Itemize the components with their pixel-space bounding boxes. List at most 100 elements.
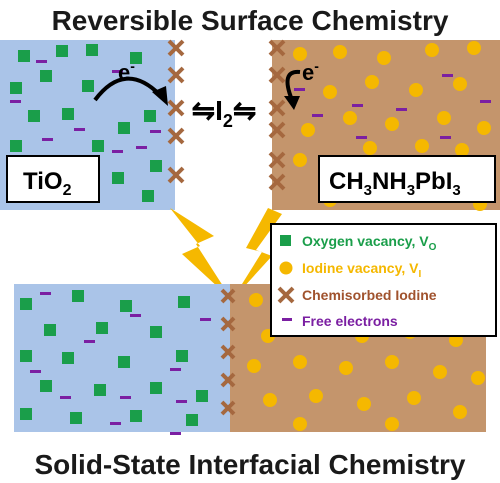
oxygen-vacancy-square (150, 160, 162, 172)
cross-stroke (268, 99, 286, 117)
tio2-label-box: TiO2 (6, 155, 100, 203)
lightning-bolt-left (170, 208, 232, 300)
perovskite-block (272, 40, 500, 211)
free-electron-group-perovskite (294, 74, 491, 139)
oxygen-vacancy-square (150, 382, 162, 394)
cross-stroke (220, 372, 236, 388)
bottom-free-electrons (30, 292, 211, 435)
iodine-vacancy-circle (333, 45, 347, 59)
oxygen-vacancy-square (118, 122, 130, 134)
electron-label-left: e- (118, 58, 135, 85)
iodine-vacancy-circle (425, 43, 439, 57)
svg-text:CH3NH3PbI3: CH3NH3PbI3 (329, 168, 461, 199)
legend-cross-icon (277, 286, 295, 304)
oxygen-vacancy-square (20, 350, 32, 362)
cross-stroke (268, 173, 286, 191)
free-electron-dash (440, 136, 451, 139)
free-electron-dash (294, 88, 305, 91)
free-electron-dash (352, 104, 363, 107)
chemisorbed-iodine-top (167, 39, 286, 191)
chemisorbed-iodine-cross (268, 66, 286, 84)
iodine-vacancy-circle (385, 417, 399, 431)
oxygen-vacancy-square (130, 410, 142, 422)
oxygen-vacancy-square (120, 300, 132, 312)
cross-stroke (220, 316, 236, 332)
oxygen-vacancy-square (196, 390, 208, 402)
cross-stroke (167, 66, 185, 84)
iodine-vacancy-circle (407, 391, 421, 405)
iodine-vacancy-circle (323, 85, 337, 99)
free-electron-dash (176, 400, 187, 403)
free-electron-dash (136, 146, 147, 149)
free-electron-dash (170, 368, 181, 371)
iodine-vacancy-circle (293, 417, 307, 431)
iodine-vacancy-circle (467, 41, 481, 55)
title-top: Reversible Surface Chemistry (52, 5, 449, 36)
legend-electrons: Free electrons (302, 313, 398, 329)
oxygen-vacancy-square (142, 190, 154, 202)
legend-circle-icon (279, 261, 293, 275)
free-electron-dash (42, 138, 53, 141)
cross-stroke (220, 288, 236, 304)
lightning-bolt-right (232, 208, 282, 300)
oxygen-vacancy-square (86, 44, 98, 56)
oxygen-vacancy-square (70, 412, 82, 424)
oxygen-vacancy-square (94, 384, 106, 396)
oxygen-vacancy-square (62, 352, 74, 364)
chemisorbed-iodine-cross (167, 166, 185, 184)
iodine-vacancy-circle (339, 361, 353, 375)
chemisorbed-iodine-cross (268, 121, 286, 139)
chemisorbed-iodine-cross (268, 99, 286, 117)
free-electron-dash (40, 292, 51, 295)
oxygen-vacancy-square (144, 110, 156, 122)
chemisorbed-iodine-cross (167, 39, 185, 57)
chemisorbed-iodine-cross (220, 344, 236, 360)
oxygen-vacancy-group (10, 44, 162, 202)
oxygen-vacancy-square (186, 414, 198, 426)
chemisorbed-iodine-cross (167, 99, 185, 117)
chemisorbed-iodine-cross (220, 316, 236, 332)
bottom-oxygen-vacancies (20, 290, 208, 426)
iodine-vacancy-circle (453, 77, 467, 91)
chemisorbed-iodine-bottom (220, 288, 236, 416)
free-electron-dash (112, 150, 123, 153)
oxygen-vacancy-square (56, 45, 68, 57)
free-electron-dash (10, 100, 21, 103)
cross-stroke (268, 151, 286, 169)
free-electron-dash (442, 74, 453, 77)
electron-label-right: e- (302, 58, 319, 85)
free-electron-dash (170, 432, 181, 435)
iodine-vacancy-circle (477, 121, 491, 135)
iodine-vacancy-circle (471, 371, 485, 385)
cross-stroke (167, 127, 185, 145)
free-electron-dash (120, 396, 131, 399)
iodine-vacancy-circle (357, 397, 371, 411)
iodine-vacancy-circle (433, 365, 447, 379)
iodine-vacancy-circle (385, 355, 399, 369)
oxygen-vacancy-square (176, 350, 188, 362)
chemisorbed-iodine-cross (220, 288, 236, 304)
legend: Oxygen vacancy, VO Iodine vacancy, VI Ch… (270, 223, 497, 337)
iodine-vacancy-circle (293, 153, 307, 167)
svg-text:TiO2: TiO2 (23, 168, 72, 199)
iodine-vacancy-circle (455, 143, 469, 157)
oxygen-vacancy-square (178, 296, 190, 308)
free-electron-dash (30, 370, 41, 373)
electron-arrow-left (93, 76, 168, 106)
oxygen-vacancy-square (72, 290, 84, 302)
iodine-vacancy-circle (453, 405, 467, 419)
legend-chemisorbed: Chemisorbed Iodine (302, 287, 437, 303)
oxygen-vacancy-square (150, 326, 162, 338)
legend-square-icon (280, 235, 291, 246)
iodine-vacancy-circle (363, 141, 377, 155)
free-electron-dash (396, 108, 407, 111)
oxygen-vacancy-square (62, 108, 74, 120)
chemisorbed-iodine-cross (167, 127, 185, 145)
title-bottom: Solid-State Interfacial Chemistry (34, 449, 465, 480)
iodine-vacancy-group (293, 41, 491, 211)
oxygen-vacancy-square (18, 50, 30, 62)
free-electron-dash (60, 396, 71, 399)
iodine-vacancy-circle (385, 117, 399, 131)
free-electron-dash (150, 130, 161, 133)
